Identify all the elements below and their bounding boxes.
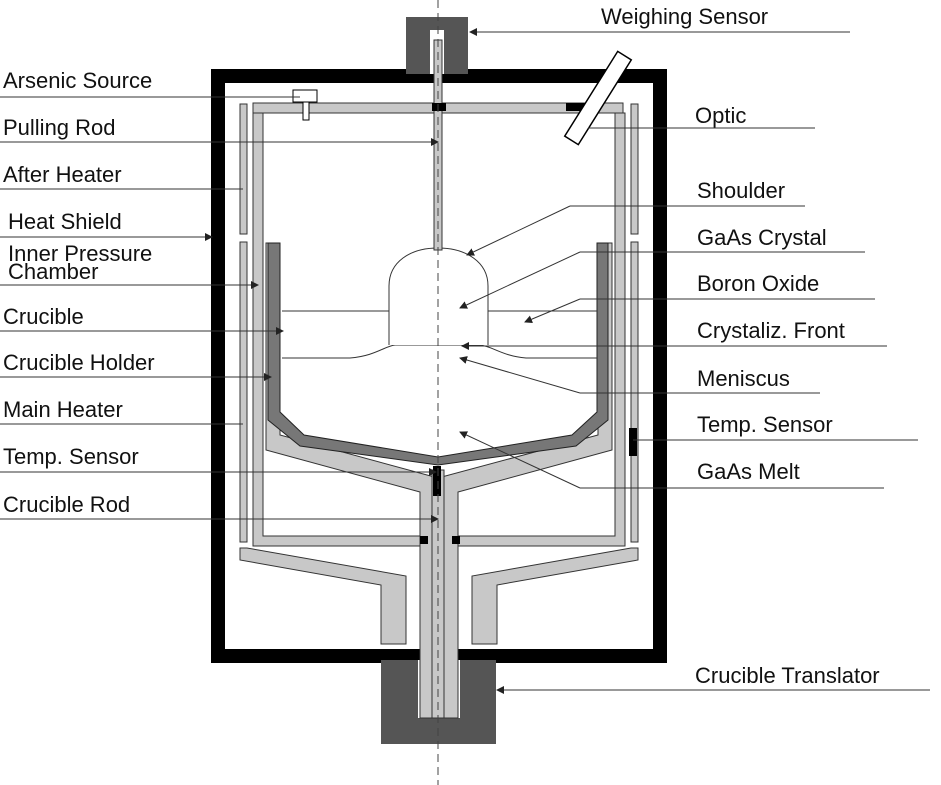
heat-shield-clamp-right <box>566 103 596 111</box>
label-crucible-holder: Crucible Holder <box>3 350 155 375</box>
after-heater-right <box>630 103 639 235</box>
arsenic-source <box>292 89 318 103</box>
main-heater-right <box>630 241 639 543</box>
label-inner-pressure-chamber-2: Chamber <box>8 259 98 284</box>
label-optic: Optic <box>695 103 746 128</box>
label-crucible-translator: Crucible Translator <box>695 663 880 688</box>
label-after-heater: After Heater <box>3 162 122 187</box>
main-heater-left <box>239 241 248 543</box>
heat-shield-clamp-left <box>432 103 446 111</box>
lower-chamber-funnel <box>239 547 639 645</box>
rod-clamp-right <box>452 536 460 544</box>
label-heat-shield: Heat Shield <box>8 209 122 234</box>
label-boron-oxide: Boron Oxide <box>697 271 819 296</box>
label-gaas-crystal: GaAs Crystal <box>697 225 827 250</box>
melt-surface <box>282 344 597 359</box>
label-weighing-sensor: Weighing Sensor <box>601 4 768 29</box>
label-pulling-rod: Pulling Rod <box>3 115 116 140</box>
label-temp-sensor-left: Temp. Sensor <box>3 444 139 469</box>
arsenic-source-stem <box>302 101 310 121</box>
label-meniscus: Meniscus <box>697 366 790 391</box>
temp-sensor-side <box>629 428 637 456</box>
label-arsenic-source: Arsenic Source <box>3 68 152 93</box>
label-main-heater: Main Heater <box>3 397 123 422</box>
crucible <box>267 242 609 466</box>
optic <box>563 50 633 146</box>
label-shoulder: Shoulder <box>697 178 785 203</box>
label-inner-pressure-chamber-1: Inner Pressure <box>8 241 152 266</box>
label-temp-sensor-right: Temp. Sensor <box>697 412 833 437</box>
rod-clamp-left <box>420 536 428 544</box>
label-crucible: Crucible <box>3 304 84 329</box>
leader-lines <box>0 28 930 694</box>
label-crucible-rod: Crucible Rod <box>3 492 130 517</box>
label-gaas-melt: GaAs Melt <box>697 459 800 484</box>
after-heater-left <box>239 103 248 235</box>
label-crystaliz-front: Crystaliz. Front <box>697 318 845 343</box>
temp-sensor-bottom <box>433 466 441 496</box>
